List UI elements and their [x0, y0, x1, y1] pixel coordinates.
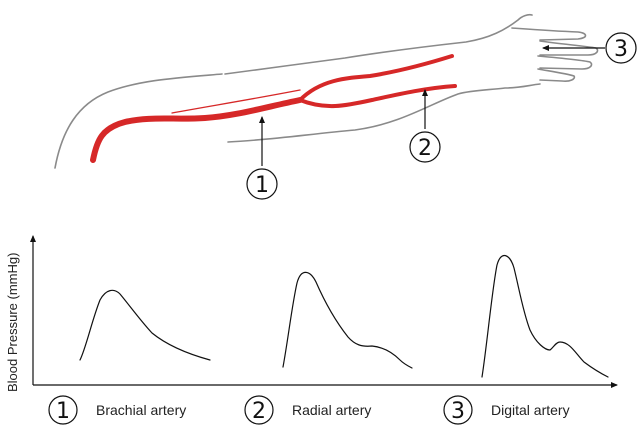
arm-upper-outline	[54, 13, 533, 169]
waveform-caption-3: 3 Digital artery	[443, 395, 570, 425]
branch-faint-artery	[171, 89, 301, 114]
branch-upper-artery	[298, 54, 454, 102]
waveform-digital	[481, 255, 609, 378]
waveform-caption-1: 1 Brachial artery	[48, 395, 186, 425]
callout-1-number: 1	[255, 173, 269, 198]
artery-network	[90, 54, 457, 163]
waveform-caption-2-number: 2	[252, 399, 266, 424]
radial-artery	[298, 84, 457, 109]
waveform-caption-3-label: Digital artery	[491, 402, 570, 418]
hand-fingers-outline	[511, 27, 599, 82]
waveform-caption-2-label: Radial artery	[292, 402, 371, 418]
y-axis-label: Blood Pressure (mmHg)	[5, 253, 20, 392]
arm-lower-outline	[227, 83, 541, 143]
waveform-caption-1-number: 1	[56, 399, 70, 424]
callout-1: 1	[246, 116, 278, 200]
brachial-artery	[90, 97, 303, 163]
callout-3: 3	[542, 32, 637, 64]
callout-2: 2	[409, 89, 441, 163]
arm-illustration	[54, 13, 599, 169]
waveform-caption-1-label: Brachial artery	[96, 402, 186, 418]
callout-3-number: 3	[614, 37, 628, 62]
callout-2-number: 2	[418, 136, 432, 161]
waveform-brachial	[79, 289, 211, 361]
waveform-radial	[282, 271, 413, 369]
waveform-caption-2: 2 Radial artery	[244, 395, 371, 425]
pressure-axes	[30, 235, 618, 388]
waveform-caption-3-number: 3	[451, 399, 465, 424]
waveforms	[79, 255, 609, 378]
